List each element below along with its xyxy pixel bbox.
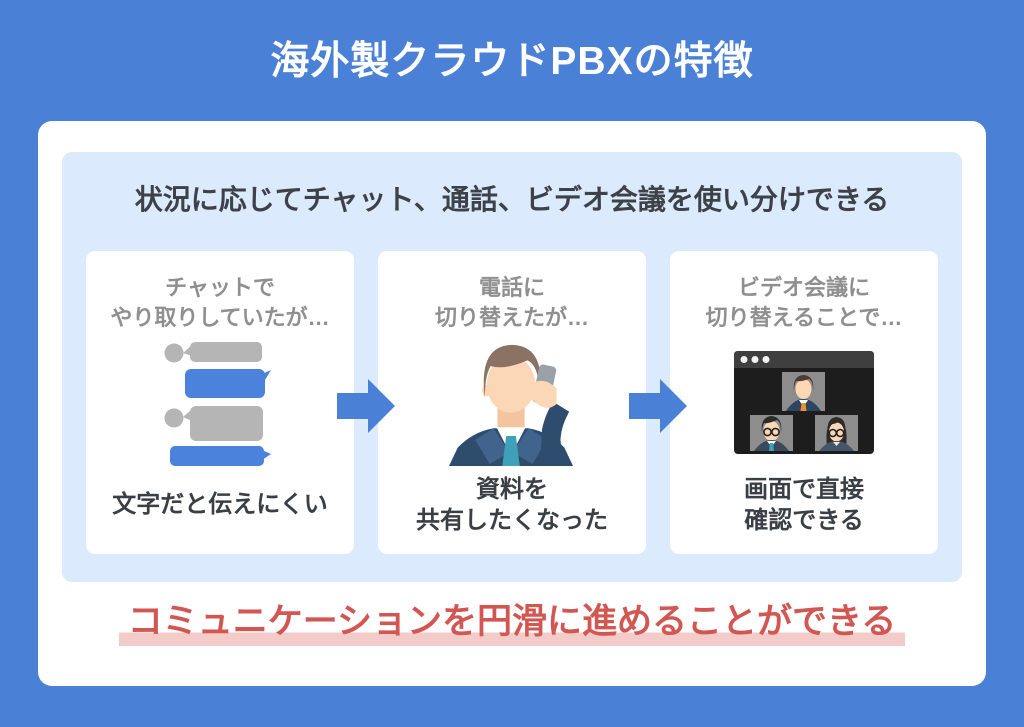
title-line: チャットで (165, 275, 275, 300)
title-line: やり取りしていたが… (110, 305, 330, 331)
panel-heading: 状況に応じてチャット、通話、ビデオ会議を使い分けできる (134, 184, 890, 215)
caption-line: 文字だと伝えにくい (112, 491, 328, 519)
content-card: 状況に応じてチャット、通話、ビデオ会議を使い分けできる チャットで やり取りして… (38, 121, 986, 686)
caption-line: 共有したくなった (416, 507, 608, 534)
title-line: 切り替えたが… (434, 305, 589, 331)
step-card-illustration (734, 334, 874, 472)
step-card-illustration (441, 334, 583, 472)
participant-tile (750, 415, 793, 452)
arrow-right-icon (337, 379, 395, 433)
step-card-title: 電話に 切り替えたが… (435, 251, 589, 334)
step-card-illustration (164, 334, 276, 472)
process-panel: 状況に応じてチャット、通話、ビデオ会議を使い分けできる チャットで やり取りして… (62, 152, 962, 582)
caption-line: 資料を (476, 475, 548, 503)
conclusion-text: コミュニケーションを円滑に進めることができる (118, 601, 906, 646)
step-card-caption: 文字だと伝えにくい (112, 472, 328, 538)
step-card-chat: チャットで やり取りしていたが… (86, 251, 354, 554)
step-card-title: ビデオ会議に 切り替えることで… (706, 251, 903, 334)
conclusion-row: コミュニケーションを円滑に進めることができる (38, 601, 986, 646)
person-on-phone-icon (449, 344, 574, 466)
video-conference-icon (734, 351, 874, 455)
chat-bubbles-icon (164, 341, 271, 466)
title-line: ビデオ会議に (737, 275, 870, 300)
title-line: 電話に (478, 275, 545, 300)
step-card-caption: 画面で直接 確認できる (744, 472, 864, 538)
page-title: 海外製クラウドPBXの特徴 (270, 40, 754, 83)
arrow-right-icon (629, 379, 687, 433)
participant-tile (782, 372, 825, 412)
caption-line: 画面で直接 (744, 475, 864, 503)
step-card-phone: 電話に 切り替えたが… (378, 251, 646, 554)
participant-tile (815, 415, 858, 452)
step-card-caption: 資料を 共有したくなった (416, 472, 608, 538)
step-cards-row: チャットで やり取りしていたが… (86, 251, 938, 554)
step-card-title: チャットで やり取りしていたが… (110, 251, 329, 334)
step-card-video: ビデオ会議に 切り替えることで… (670, 251, 938, 554)
caption-line: 確認できる (744, 507, 864, 534)
title-line: 切り替えることで… (705, 305, 903, 331)
